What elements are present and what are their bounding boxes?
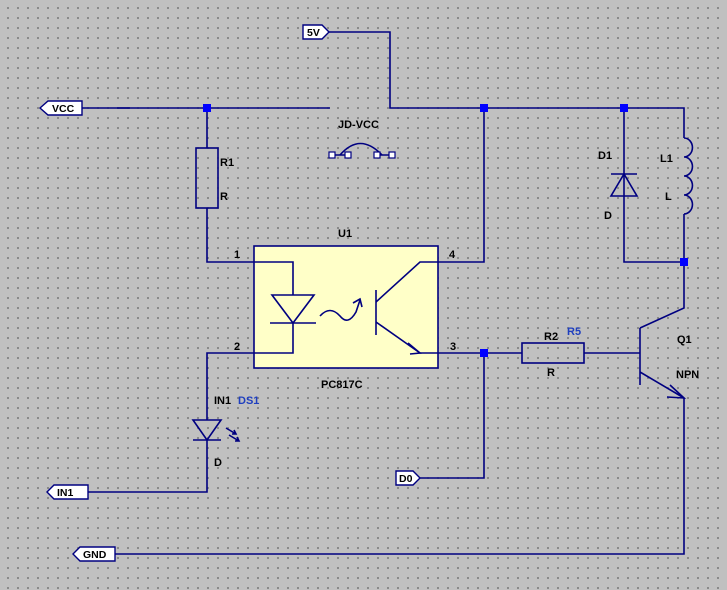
- wire-led-bottom: [117, 440, 208, 493]
- opto-part: PC817C: [321, 379, 363, 391]
- port-5v-label: 5V: [307, 27, 320, 39]
- port-gnd[interactable]: GND: [72, 546, 116, 562]
- resistor-r2[interactable]: R2 R5 R: [521, 326, 585, 379]
- r2-ref: R2: [544, 331, 558, 343]
- wires: [104, 31, 685, 555]
- junction-coil-collector: [680, 258, 688, 266]
- r1-ref: R1: [220, 157, 234, 169]
- q1-type: NPN: [676, 369, 699, 381]
- opto-ref: U1: [338, 228, 352, 240]
- wire-pin2: [206, 352, 254, 420]
- q1-ref: Q1: [677, 334, 692, 346]
- optocoupler-u1[interactable]: U1 PC817C 1 2 3 4: [234, 228, 456, 391]
- d1-ref: D1: [598, 150, 612, 162]
- junction-5v-pin4: [480, 104, 488, 112]
- resistor-r1[interactable]: R1 R: [195, 147, 234, 209]
- port-in1-label: IN1: [57, 487, 74, 499]
- opto-pin1: 1: [234, 249, 240, 261]
- led-alias: DS1: [238, 395, 259, 407]
- port-vcc[interactable]: VCC: [38, 100, 104, 116]
- l1-value: L: [665, 191, 672, 203]
- port-5v[interactable]: 5V: [302, 24, 330, 40]
- wire-d0: [420, 353, 485, 479]
- inductor-l1[interactable]: L1 L: [660, 137, 694, 215]
- wire-diode: [623, 108, 684, 263]
- led-ds1[interactable]: IN1 DS1 D: [191, 395, 259, 469]
- port-gnd-label: GND: [83, 549, 107, 561]
- junction-pin3-d0: [480, 349, 488, 357]
- junction-vcc-r1: [203, 104, 211, 112]
- port-d0-label: D0: [399, 473, 413, 485]
- r1-value: R: [220, 191, 228, 203]
- junctions: [203, 104, 688, 357]
- r2-value: R: [547, 367, 555, 379]
- wire-pin4: [438, 108, 485, 263]
- l1-ref: L1: [660, 153, 673, 165]
- led-value: D: [214, 457, 222, 469]
- wire-coil-bottom: [639, 214, 685, 329]
- led-ref: IN1: [214, 395, 231, 407]
- jumper-label: JD-VCC: [338, 119, 379, 131]
- port-d0[interactable]: D0: [395, 470, 421, 486]
- r2-alias: R5: [567, 326, 581, 338]
- transistor-q1[interactable]: Q1 NPN: [639, 328, 699, 399]
- opto-pin3: 3: [450, 341, 456, 353]
- port-in1[interactable]: IN1: [46, 484, 117, 500]
- opto-pin4: 4: [449, 249, 456, 261]
- jumper-jd-vcc[interactable]: JD-VCC: [328, 119, 396, 159]
- opto-pin2: 2: [234, 341, 240, 353]
- diode-d1[interactable]: D1 D: [598, 150, 639, 222]
- wire-r1-bottom: [206, 208, 254, 263]
- junction-5v-diode: [620, 104, 628, 112]
- port-vcc-label: VCC: [52, 103, 75, 115]
- d1-value: D: [604, 210, 612, 222]
- wire-gnd: [115, 398, 685, 555]
- wire-5v: [329, 31, 685, 138]
